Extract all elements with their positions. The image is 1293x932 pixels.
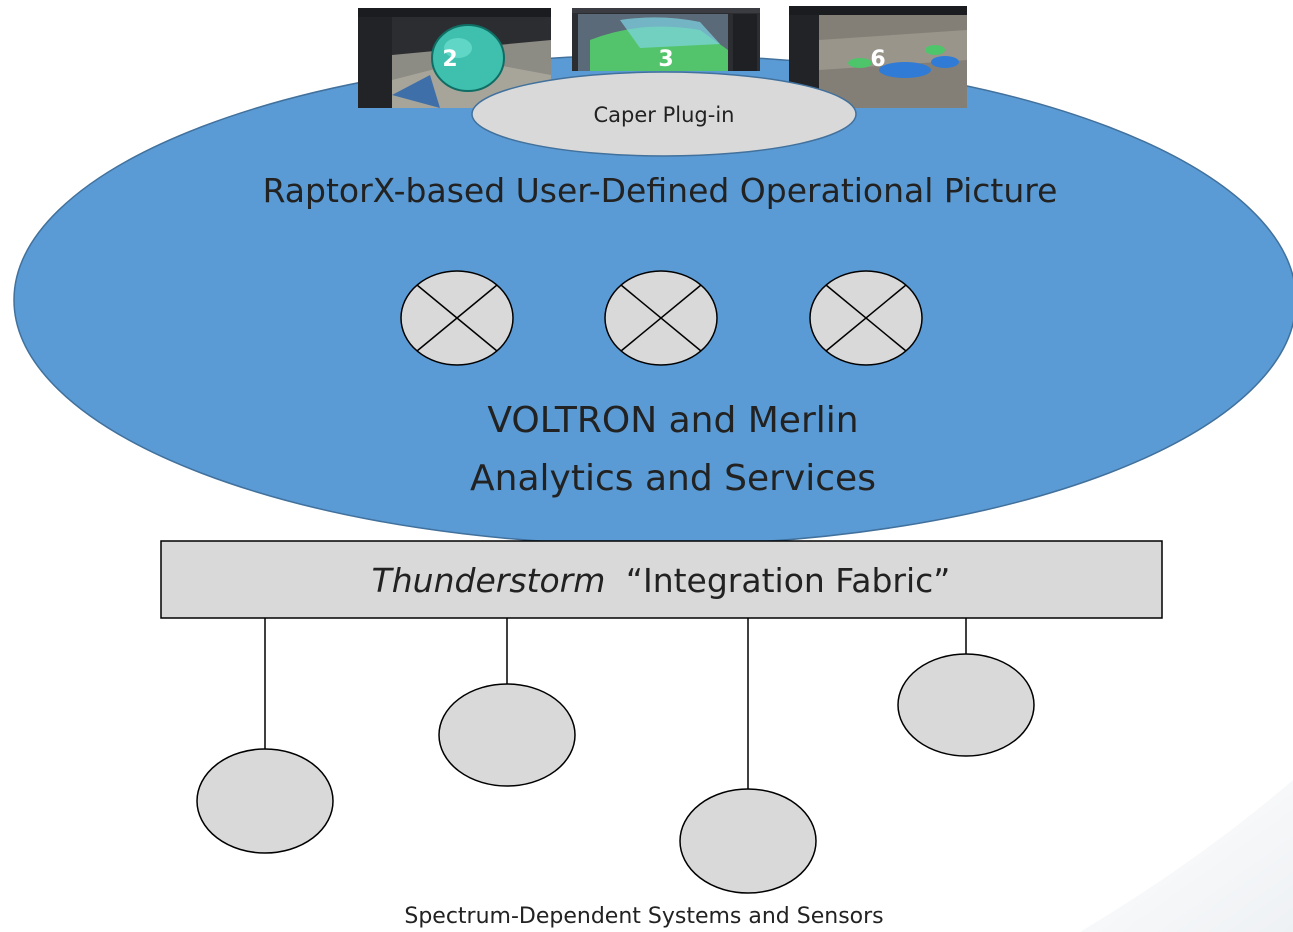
caper-plugin-ellipse <box>471 71 857 157</box>
analytics-node-3 <box>809 270 923 366</box>
system-node <box>196 748 334 854</box>
screenshot-number-2: 2 <box>442 47 457 72</box>
udop-label: RaptorX-based User-Defined Operational P… <box>263 171 1058 210</box>
systems-label: Spectrum-Dependent Systems and Sensors <box>404 904 883 929</box>
analytics-node-1 <box>400 270 514 366</box>
screenshot-thumbnail-3: 3 <box>572 8 760 72</box>
fabric-name: Thunderstorm <box>372 561 606 600</box>
fabric-name-rest: “Integration Fabric” <box>626 561 951 600</box>
integration-fabric-label: Thunderstorm “Integration Fabric” <box>372 561 951 600</box>
system-node <box>679 788 817 894</box>
analytics-label-line1: VOLTRON and Merlin <box>487 400 858 441</box>
system-node <box>897 653 1035 757</box>
integration-fabric-bar <box>160 540 1163 619</box>
screenshot-number-6: 6 <box>870 47 885 72</box>
analytics-label-line2: Analytics and Services <box>470 458 876 499</box>
system-node <box>438 683 576 787</box>
background-swoosh <box>1080 780 1293 932</box>
analytics-node-2 <box>604 270 718 366</box>
caper-plugin-label: Caper Plug-in <box>594 103 735 127</box>
screenshot-number-3: 3 <box>658 47 673 72</box>
